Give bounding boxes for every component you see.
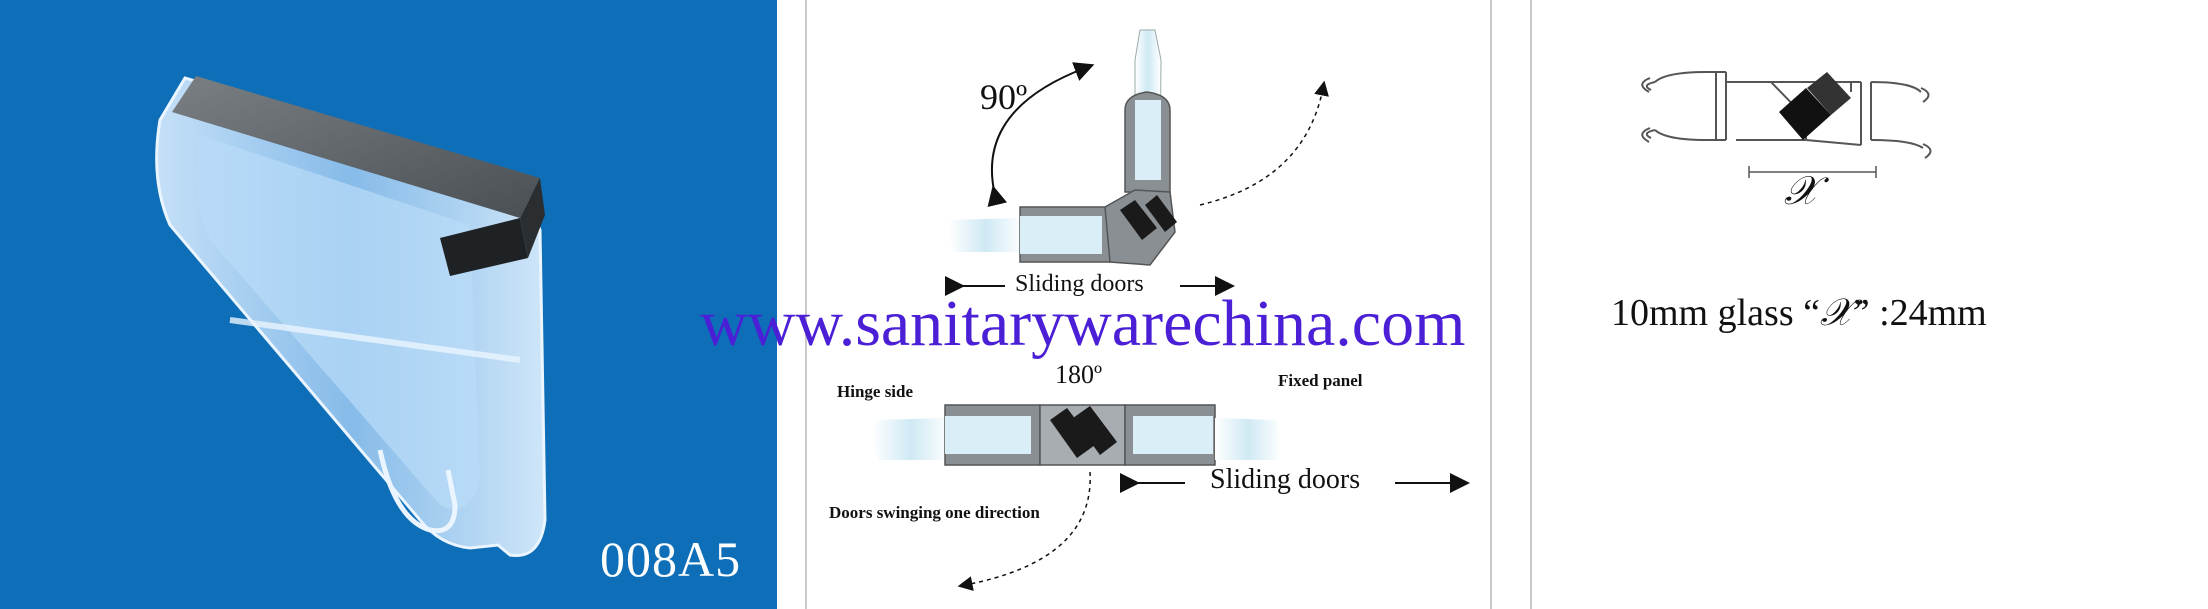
seal-strip-illustration [155, 76, 547, 558]
axis-x-symbol: 𝒳 [1784, 168, 1819, 214]
doors-swinging-label: Doors swinging one direction [829, 503, 1040, 522]
product-photo-panel: 008A5 [0, 0, 777, 609]
installation-diagram: 90º Sliding doors 180º Hinge side Fixed … [805, 0, 1490, 609]
fixed-panel-label: Fixed panel [1278, 371, 1363, 390]
seal-cross-section-drawing [1641, 71, 1932, 178]
cross-section-panel: 𝒳 10mm glass “𝒳” :24mm [1531, 0, 2208, 609]
sliding-doors-bottom-label: Sliding doors [1210, 464, 1361, 495]
dimension-value: :24mm [1869, 292, 1987, 334]
sliding-doors-top-label: Sliding doors [1015, 271, 1144, 297]
glass-dimension-label: 10mm glass “𝒳” :24mm [1611, 290, 1987, 335]
angle-90-label: 90º [980, 77, 1028, 117]
dimension-symbol: 𝒳 [1820, 290, 1853, 334]
angle-180-label: 180º [1055, 360, 1103, 389]
hinge-side-label: Hinge side [837, 382, 914, 401]
dimension-close-quote: ” [1852, 292, 1870, 334]
dimension-open-quote: “ [1803, 292, 1820, 334]
divider-left [805, 0, 807, 609]
divider-right [1530, 0, 1532, 609]
model-code: 008A5 [600, 531, 742, 587]
installation-diagram-drawing [871, 29, 1470, 591]
divider-middle [1490, 0, 1492, 609]
dimension-prefix: 10mm glass [1611, 292, 1804, 334]
website-watermark: www.sanitarywarechina.com [700, 287, 1466, 360]
